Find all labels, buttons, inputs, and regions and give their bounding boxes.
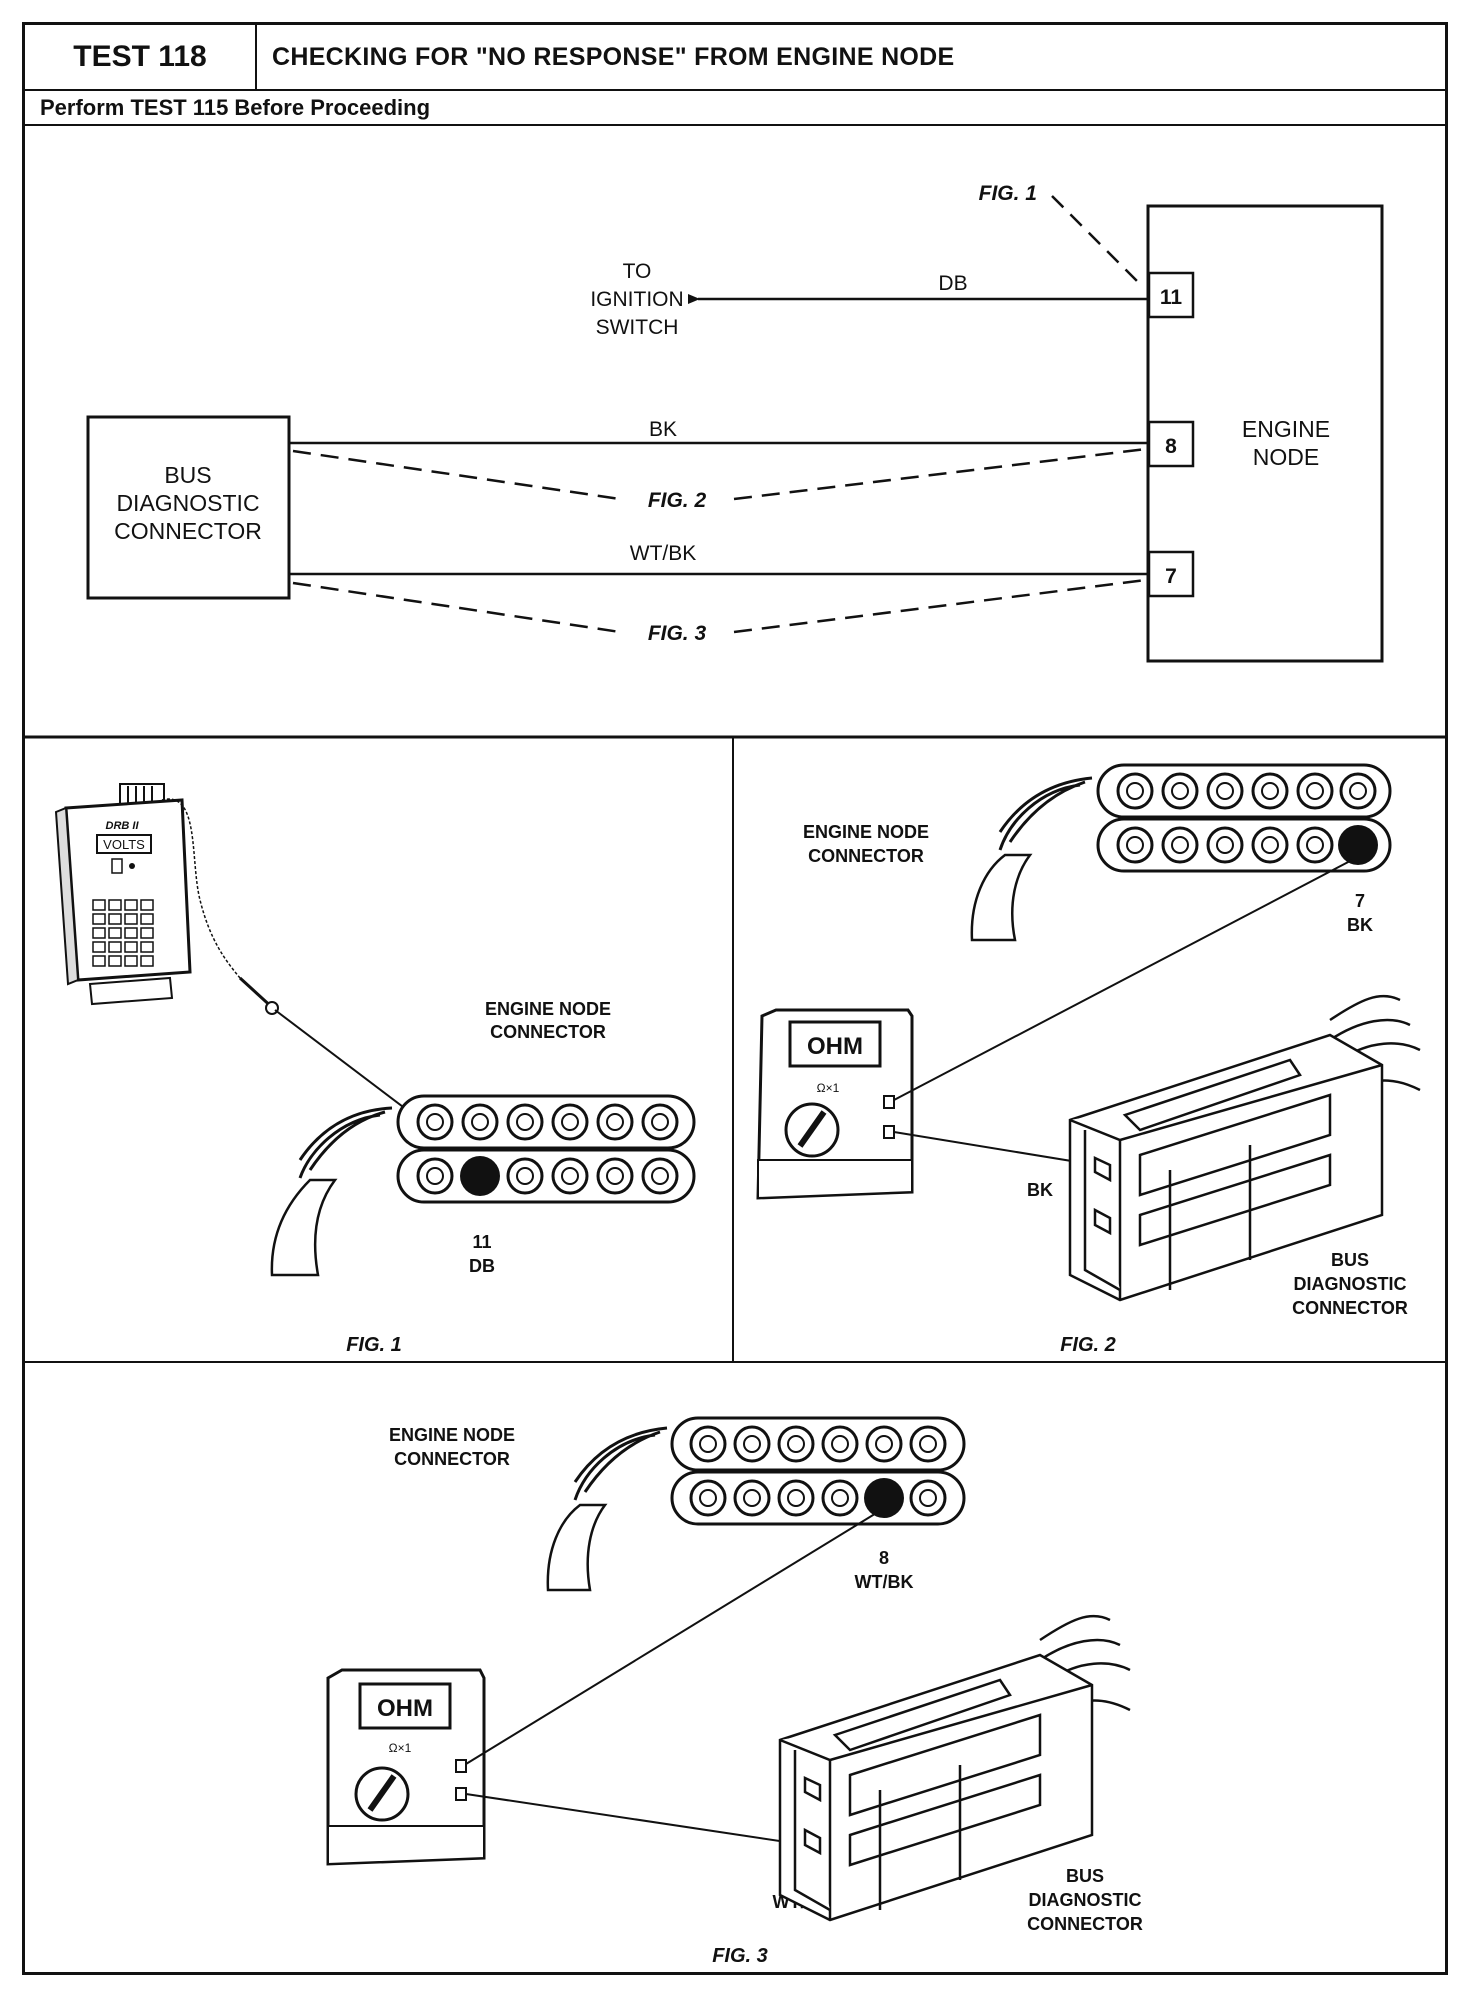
test-title: CHECKING FOR "NO RESPONSE" FROM ENGINE N… (272, 42, 955, 71)
fig3-leader-right (733, 578, 1147, 634)
ohmmeter-fig2: OHM Ω×1 (756, 1008, 914, 1200)
fig2-leader-left (292, 449, 621, 501)
ignition-label-1: TO (623, 260, 652, 283)
engine-connector-fig3 (546, 1416, 966, 1592)
fig2-panel: ENGINE NODE CONNECTOR 7 BK OHM Ω×1 BK (756, 763, 1421, 1356)
bus-connector-fig3 (778, 1614, 1131, 1922)
fig1-connector-label-1: ENGINE NODE (485, 999, 611, 1019)
bus-label-3: CONNECTOR (114, 518, 262, 544)
fig2-meter-range: Ω×1 (817, 1081, 840, 1095)
pin-8-label: 8 (1165, 435, 1177, 458)
pin-11-highlight (460, 1156, 500, 1196)
tester-brand: DRB II (106, 820, 140, 832)
fig2-ref-label: FIG. 2 (648, 489, 707, 512)
tester-display: VOLTS (103, 837, 145, 852)
header-divider (25, 89, 1445, 91)
bus-connector-box (86, 415, 291, 600)
fig3-connector-label-2: CONNECTOR (394, 1449, 510, 1469)
fig2-caption: FIG. 2 (1060, 1334, 1116, 1356)
wire-bk-label: BK (649, 418, 677, 441)
bus-label-2: DIAGNOSTIC (116, 490, 259, 516)
fig3-pin-number: 8 (879, 1548, 889, 1568)
engine-connector-fig2 (970, 763, 1392, 942)
pin-11-label: 11 (1160, 286, 1183, 309)
fig3-meter-range: Ω×1 (389, 1741, 412, 1755)
fig3-panel: ENGINE NODE CONNECTOR 8 WT/BK OHM Ω×1 WT… (326, 1416, 1143, 1967)
fig2-bus-label-2: DIAGNOSTIC (1293, 1274, 1406, 1294)
fig1-ref-label: FIG. 1 (979, 182, 1037, 205)
ohmmeter-fig3: OHM Ω×1 (326, 1668, 486, 1866)
fig2-leader-right (733, 447, 1147, 501)
engine-node-label-1: ENGINE (1242, 416, 1330, 442)
fig1-pin-color: DB (469, 1256, 495, 1276)
fig3-connector-label-1: ENGINE NODE (389, 1425, 515, 1445)
fig1-connector-label-2: CONNECTOR (490, 1022, 606, 1042)
bus-connector-fig2 (1068, 994, 1421, 1302)
fig1-leader (1051, 195, 1143, 287)
fig3-ref-label: FIG. 3 (648, 622, 707, 645)
fig3-meter-display: OHM (377, 1695, 433, 1722)
bus-label-1: BUS (164, 462, 211, 488)
fig2-meter-display: OHM (807, 1033, 863, 1060)
wire-db-label: DB (938, 272, 967, 295)
fig2-lead-to-pin (893, 859, 1353, 1101)
pin-8-highlight (864, 1478, 904, 1518)
fig3-caption: FIG. 3 (712, 1945, 768, 1967)
fig3-lead-to-pin (465, 1511, 879, 1765)
pin-7-label: 7 (1165, 565, 1177, 588)
test-number: TEST 118 (25, 25, 257, 89)
fig1-caption: FIG. 1 (346, 1334, 402, 1356)
page-frame (22, 22, 1448, 1975)
fig2-connector-label-2: CONNECTOR (808, 846, 924, 866)
fig3-pin-color: WT/BK (855, 1572, 914, 1592)
fig3-bus-label-3: CONNECTOR (1027, 1914, 1143, 1934)
fig3-bus-label-2: DIAGNOSTIC (1028, 1890, 1141, 1910)
fig2-pin-number: 7 (1355, 891, 1365, 911)
fig2-bus-label-3: CONNECTOR (1292, 1298, 1408, 1318)
fig2-bus-label-1: BUS (1331, 1250, 1369, 1270)
prerequisite-note: Perform TEST 115 Before Proceeding (40, 95, 431, 120)
drb-tester: DRB II VOLTS (54, 783, 192, 1006)
fig2-lead-to-bus (893, 1131, 1103, 1167)
engine-connector-fig1 (270, 1094, 696, 1277)
fig1-panel: DRB II VOLTS (54, 783, 696, 1356)
fig3-leader-left (292, 581, 621, 634)
tester-keypad (92, 899, 154, 967)
header-divider-bottom (25, 124, 1445, 126)
fig3-bus-label-1: BUS (1066, 1866, 1104, 1886)
ignition-label-2: IGNITION (590, 288, 683, 311)
ignition-label-3: SWITCH (596, 316, 679, 339)
wire-wtbk-label: WT/BK (630, 542, 697, 565)
probe-cable (161, 798, 241, 979)
pin-7-highlight (1338, 825, 1378, 865)
fig2-connector-label-1: ENGINE NODE (803, 822, 929, 842)
schematic: ENGINE NODE 11 8 7 BUS DIAGNOSTIC CONNEC… (86, 182, 1384, 663)
fig2-pin-color: BK (1347, 915, 1373, 935)
engine-node-label-2: NODE (1253, 444, 1319, 470)
fig1-pin-number: 11 (472, 1232, 491, 1252)
pin-box-11 (1147, 271, 1195, 319)
fig2-wire-label: BK (1027, 1180, 1053, 1200)
